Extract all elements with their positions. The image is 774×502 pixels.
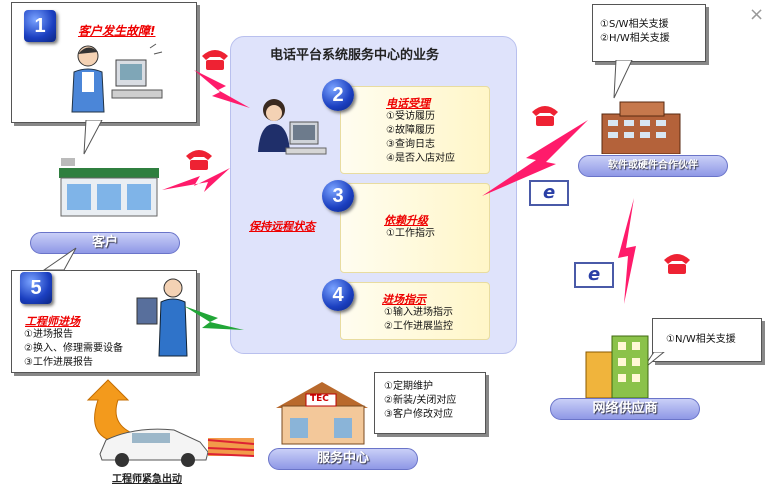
step3-number: 3: [322, 180, 354, 212]
partner-building-illustration: [601, 101, 681, 154]
list-item: ③查询日志: [386, 139, 435, 150]
list-item: ④是否入店对应: [386, 153, 455, 164]
list-item: ①输入进场指示: [384, 307, 453, 318]
partner-list: ①S/W相关支援 ②H/W相关支援: [600, 18, 670, 46]
lightning-customer-icon: [162, 168, 230, 192]
service-center-callout: [374, 372, 486, 434]
step3-item: ①工作指示: [386, 228, 435, 239]
step3-panel: [340, 183, 490, 273]
lightning-engineer-icon: [184, 306, 244, 330]
list-item: ②H/W相关支援: [600, 33, 670, 44]
list-item: ③客户修改对应: [384, 409, 453, 420]
step2-title: 电话受理: [386, 97, 430, 110]
telephone-icon: [202, 50, 228, 70]
callout-pointer: [613, 60, 633, 99]
step5-number: 5: [20, 272, 52, 304]
remote-status-label: 保持远程状态: [249, 220, 315, 233]
network-item: ①N/W相关支援: [666, 334, 736, 345]
lightning-partner-icon: [482, 120, 588, 196]
customer-shop-illustration: [59, 158, 159, 217]
list-item: ②故障履历: [386, 125, 435, 136]
engineer-illustration: [136, 278, 188, 357]
service-center-list: ①定期维护 ②新装/关闭对应 ③客户修改对应: [384, 380, 456, 422]
partner-callout: [592, 4, 706, 62]
engineer-dispatch-label: 工程师紧急出动: [112, 474, 182, 485]
list-item: ①进场报告: [24, 329, 73, 340]
lightning-callout-icon: [194, 70, 250, 108]
list-item: ①定期维护: [384, 381, 433, 392]
customer-pill: 客户: [30, 232, 180, 254]
network-pill: 网络供应商: [550, 398, 700, 420]
center-title: 电话平台系统服务中心的业务: [270, 48, 440, 63]
network-callout: [652, 318, 762, 362]
telephone-icon: [186, 150, 212, 170]
service-center-sign: TEC: [310, 394, 329, 404]
list-item: ②新装/关闭对应: [384, 395, 457, 406]
step3-title: 依赖升级: [384, 214, 428, 227]
step4-title: 进场指示: [382, 293, 426, 306]
step1-title: 客户发生故障!: [78, 24, 156, 38]
list-item: ①受访履历: [386, 111, 435, 122]
telephone-icon: [532, 106, 558, 126]
service-center-pill: 服务中心: [268, 448, 418, 470]
step5-list: ①进场报告 ②换入、修理需要设备 ③工作进展报告: [24, 328, 123, 370]
email-glyph: e: [543, 182, 556, 203]
email-glyph: e: [588, 264, 601, 285]
email-envelope-icon: e: [574, 262, 614, 288]
list-item: ③工作进展报告: [24, 357, 93, 368]
telephone-icon: [664, 254, 690, 274]
lightning-network-icon: [618, 198, 636, 304]
service-car-illustration: [99, 428, 255, 467]
email-envelope-icon: e: [529, 180, 569, 206]
step4-number: 4: [322, 279, 354, 311]
step5-title: 工程师进场: [25, 315, 80, 328]
step2-panel: [340, 86, 490, 174]
callout-pointer: [42, 247, 77, 271]
step4-list: ①输入进场指示 ②工作进展监控: [384, 306, 453, 334]
troubled-customer-illustration: [71, 43, 163, 113]
step2-list: ①受访履历 ②故障履历 ③查询日志 ④是否入店对应: [386, 110, 455, 166]
callout-pointer: [83, 120, 103, 155]
step1-number: 1: [24, 10, 56, 42]
network-building-illustration: [585, 335, 649, 399]
operator-illustration: [258, 99, 327, 155]
step4-panel: [340, 282, 490, 340]
list-item: ②工作进展监控: [384, 321, 453, 332]
list-item: ①S/W相关支援: [600, 19, 669, 30]
service-center-illustration: [276, 382, 368, 445]
up-arrow-icon: [86, 379, 136, 443]
partner-pill: 软件或硬件合作伙伴: [578, 155, 728, 177]
close-icon[interactable]: ×: [749, 4, 765, 25]
list-item: ②换入、修理需要设备: [24, 343, 123, 354]
step2-number: 2: [322, 79, 354, 111]
